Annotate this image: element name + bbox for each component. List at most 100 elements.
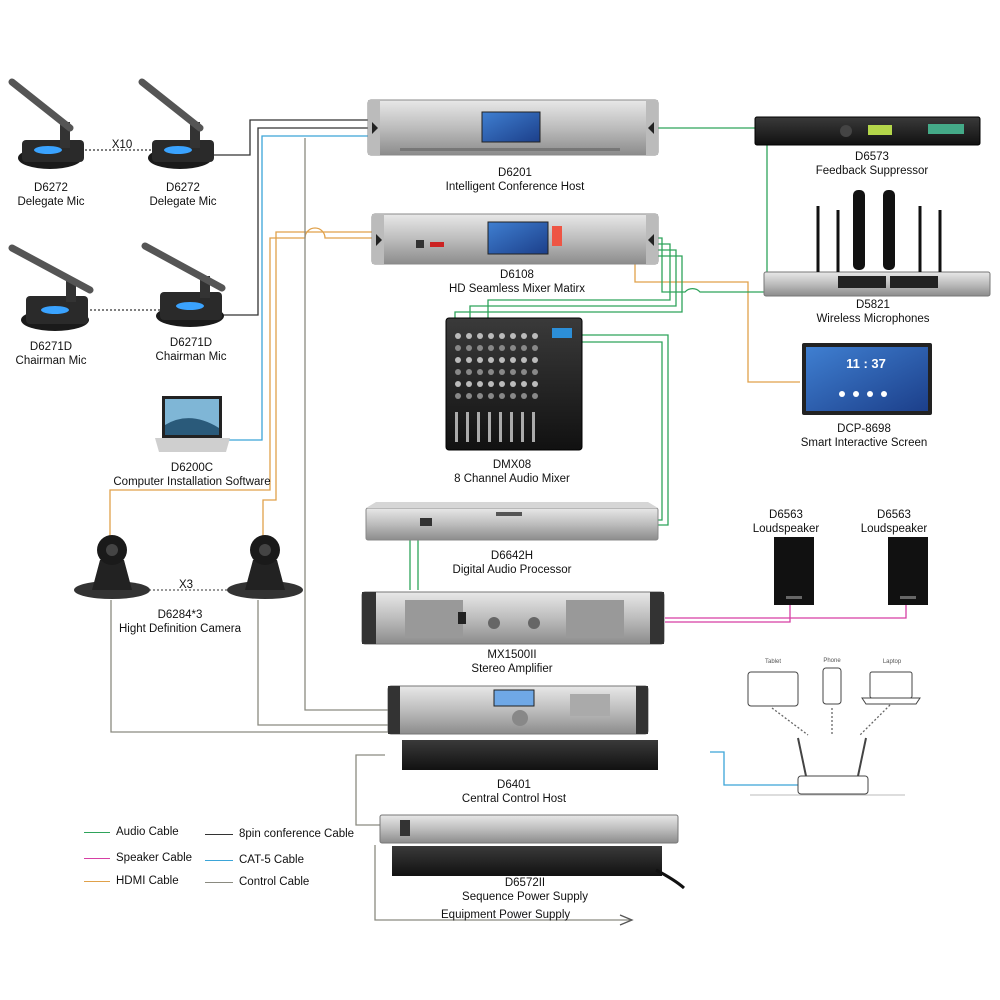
- mixer-knob: [521, 333, 527, 339]
- mixer-knob: [510, 357, 516, 363]
- mixer-knob: [477, 381, 483, 387]
- loudspeaker-icon: [888, 537, 928, 605]
- mixer-knob: [521, 345, 527, 351]
- mixer-fader: [455, 412, 458, 442]
- interactive-screen-icon: [802, 343, 932, 415]
- mixer-knob: [532, 369, 538, 375]
- mixer-knob: [488, 369, 494, 375]
- legend-item: 8pin conference Cable: [205, 828, 354, 840]
- mixer-knobs: [455, 333, 538, 442]
- legend-swatch: [84, 880, 110, 882]
- mixer-knob: [488, 393, 494, 399]
- client-label: Laptop: [882, 659, 902, 665]
- mixer-knob: [466, 393, 472, 399]
- rack-unit-icon: [387, 685, 658, 770]
- mixer-knob: [510, 369, 516, 375]
- mixer-knob: [532, 333, 538, 339]
- mixer-knob: [521, 369, 527, 375]
- speaker-cables: [665, 600, 907, 623]
- mixer-knob: [510, 333, 516, 339]
- mixer-fader: [466, 412, 469, 442]
- tablet-icon: [747, 671, 799, 707]
- mixer-knob: [455, 393, 461, 399]
- mixer-knob: [499, 393, 505, 399]
- cables: [85, 119, 907, 926]
- mixer-knob: [499, 345, 505, 351]
- conference-cables: [85, 119, 370, 316]
- mixer-knob: [455, 345, 461, 351]
- mixer-fader: [521, 412, 524, 442]
- ptz-camera-icon: [227, 535, 303, 599]
- legend-item: Control Cable: [205, 876, 309, 888]
- mixer-knob: [466, 357, 472, 363]
- mixer-knob: [477, 393, 483, 399]
- power-arrow: [619, 914, 634, 926]
- mic-multiplier: X10: [111, 139, 133, 151]
- audio-cables: [409, 127, 768, 590]
- mixer-fader: [477, 412, 480, 442]
- mixer-knob: [466, 345, 472, 351]
- mixer-knob: [488, 345, 494, 351]
- ptz-camera-icon: [74, 535, 150, 599]
- mixer-knob: [477, 345, 483, 351]
- mixer-knob: [521, 381, 527, 387]
- mixer-knob: [521, 393, 527, 399]
- mixer-knob: [477, 369, 483, 375]
- mixer-knob: [466, 369, 472, 375]
- screen-clock: 11 : 37: [846, 356, 886, 371]
- mixer-knob: [455, 381, 461, 387]
- router-icon: [797, 737, 869, 795]
- wifi-links: [771, 704, 891, 736]
- legend-item: Audio Cable: [84, 826, 179, 838]
- chairman-mic-icon: [141, 242, 226, 327]
- mixer-knob: [499, 381, 505, 387]
- legend-swatch: [84, 831, 110, 833]
- mixer-knob: [532, 345, 538, 351]
- mixer-fader: [488, 412, 491, 442]
- mixer-knob: [477, 333, 483, 339]
- legend-swatch: [205, 833, 233, 835]
- mixer-knob: [521, 357, 527, 363]
- delegate-mic-icon: [138, 78, 214, 169]
- delegate-mic-icon: [8, 78, 84, 169]
- mixer-knob: [499, 357, 505, 363]
- mixer-knob: [532, 381, 538, 387]
- loudspeaker-icon: [774, 537, 814, 605]
- client-label: Tablet: [764, 659, 782, 665]
- mixer-knob: [455, 333, 461, 339]
- control-cables: [110, 138, 630, 921]
- mixer-knob: [499, 333, 505, 339]
- rack-unit-icon: [371, 213, 659, 265]
- power-sequencer-icon: [379, 814, 685, 890]
- mixer-knob: [466, 333, 472, 339]
- chairman-mic-icon: [8, 244, 94, 331]
- mixer-knob: [488, 333, 494, 339]
- legend-item: HDMI Cable: [84, 875, 179, 887]
- hdmi-cables: [109, 227, 800, 540]
- amplifier-icon: [361, 591, 665, 645]
- mixer-fader: [532, 412, 535, 442]
- mixer-fader: [510, 412, 513, 442]
- mixer-knob: [455, 369, 461, 375]
- mixer-knob: [488, 357, 494, 363]
- mixer-knob: [466, 381, 472, 387]
- mixer-knob: [510, 393, 516, 399]
- power-label: Equipment Power Supply: [441, 909, 571, 921]
- legend-swatch: [84, 857, 110, 859]
- mixer-knob: [510, 381, 516, 387]
